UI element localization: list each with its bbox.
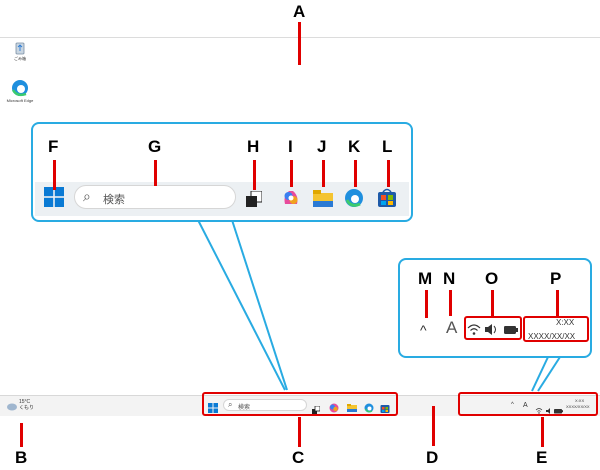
- zoom-explorer-button[interactable]: [313, 189, 333, 207]
- label-f: F: [48, 137, 59, 156]
- edge-icon: [11, 80, 28, 97]
- recycle-bin-icon: [15, 42, 25, 55]
- taskbar-store-button[interactable]: [380, 400, 390, 413]
- zoom-date[interactable]: XXXX/XX/XX: [528, 332, 576, 341]
- leader-line-j: [322, 160, 325, 187]
- weather-temp: 15°C: [19, 399, 31, 405]
- edge-desktop-icon[interactable]: Microsoft Edge: [4, 78, 36, 106]
- edge-icon: [345, 189, 363, 207]
- leader-line-g: [154, 160, 157, 186]
- zoom-start-button[interactable]: [44, 187, 64, 207]
- label-d: D: [426, 448, 439, 467]
- leader-line-d: [432, 406, 435, 446]
- taskbar-search-placeholder: 検索: [238, 405, 251, 411]
- label-h: H: [247, 137, 260, 156]
- label-p: P: [550, 269, 562, 288]
- label-n: N: [443, 269, 456, 288]
- label-a: A: [293, 2, 306, 21]
- leader-line-b: [20, 423, 23, 447]
- copilot-icon: [329, 403, 339, 413]
- folder-icon: [347, 404, 357, 412]
- leader-line-i: [290, 160, 293, 187]
- clock-highlight: [523, 316, 589, 342]
- taskbar-edge-button[interactable]: [364, 400, 374, 413]
- taskbar-explorer-button[interactable]: [347, 400, 357, 412]
- label-e: E: [536, 448, 548, 467]
- weather-desc: くもり: [19, 405, 35, 411]
- zoom-taskview-button[interactable]: [246, 190, 263, 207]
- leader-line-a: [298, 22, 301, 65]
- taskbar-status-icons[interactable]: [535, 402, 565, 414]
- taskbar-date[interactable]: XXXX/XX/XX: [566, 404, 590, 409]
- label-m: M: [418, 269, 433, 288]
- wifi-volume-battery-icon: [467, 324, 518, 335]
- recycle-bin-desktop-icon[interactable]: ごみ箱: [8, 40, 32, 64]
- zoom-overflow-icon[interactable]: ^: [420, 322, 427, 338]
- taskbar-tray-highlight: [458, 392, 598, 416]
- status-icons-highlight: [464, 316, 522, 340]
- store-icon: [380, 405, 390, 413]
- taskbar-search[interactable]: ⌕ 検索: [223, 399, 307, 411]
- store-icon: [378, 188, 396, 207]
- windows-icon: [44, 187, 64, 207]
- taskbar-start-button[interactable]: [208, 400, 218, 413]
- edge-icon: [364, 403, 374, 413]
- task-view-icon: [246, 190, 263, 207]
- leader-line-n: [449, 290, 452, 316]
- search-icon: ⌕: [228, 400, 233, 409]
- tray-zoom-callout: [398, 258, 592, 358]
- leader-line-e: [541, 417, 544, 447]
- cloud-icon: [7, 403, 17, 411]
- label-j: J: [317, 137, 327, 156]
- leader-line-o: [491, 290, 494, 316]
- leader-line-p: [556, 290, 559, 316]
- zoom-time[interactable]: X:XX: [556, 318, 575, 327]
- zoom-search-box[interactable]: ⌕ 検索: [74, 185, 236, 209]
- zoom-ime-indicator[interactable]: A: [446, 318, 458, 337]
- zoom-search-placeholder: 検索: [103, 194, 125, 206]
- taskbar-copilot-button[interactable]: [329, 400, 339, 413]
- zoom-store-button[interactable]: [377, 188, 397, 208]
- search-icon: ⌕: [83, 188, 91, 204]
- folder-icon: [313, 190, 333, 207]
- zoom-copilot-button[interactable]: [281, 188, 301, 208]
- leader-line-f: [53, 160, 56, 190]
- taskbar-time[interactable]: X:XX: [575, 398, 585, 403]
- leader-line-c: [298, 417, 301, 447]
- label-k: K: [348, 137, 361, 156]
- copilot-icon: [284, 191, 298, 204]
- label-g: G: [148, 137, 162, 156]
- zoom-edge-button[interactable]: [344, 188, 364, 208]
- label-i: I: [288, 137, 293, 156]
- label-l: L: [382, 137, 393, 156]
- recycle-bin-label: ごみ箱: [14, 56, 26, 61]
- label-o: O: [485, 269, 499, 288]
- label-b: B: [15, 448, 28, 467]
- leader-line-k: [354, 160, 357, 187]
- taskbar-center-highlight: [202, 392, 398, 416]
- edge-label: Microsoft Edge: [6, 98, 34, 103]
- zoom-status-icons[interactable]: [467, 322, 519, 338]
- leader-line-h: [253, 160, 256, 190]
- taskbar-overflow-icon[interactable]: ^: [511, 402, 514, 408]
- wifi-volume-battery-icon: [535, 408, 563, 414]
- windows-icon: [208, 403, 218, 413]
- weather-widget[interactable]: 15°C くもり: [6, 399, 36, 413]
- leader-line-m: [425, 290, 428, 318]
- taskbar-ime-indicator[interactable]: A: [523, 402, 528, 409]
- leader-line-l: [387, 160, 390, 187]
- label-c: C: [292, 448, 305, 467]
